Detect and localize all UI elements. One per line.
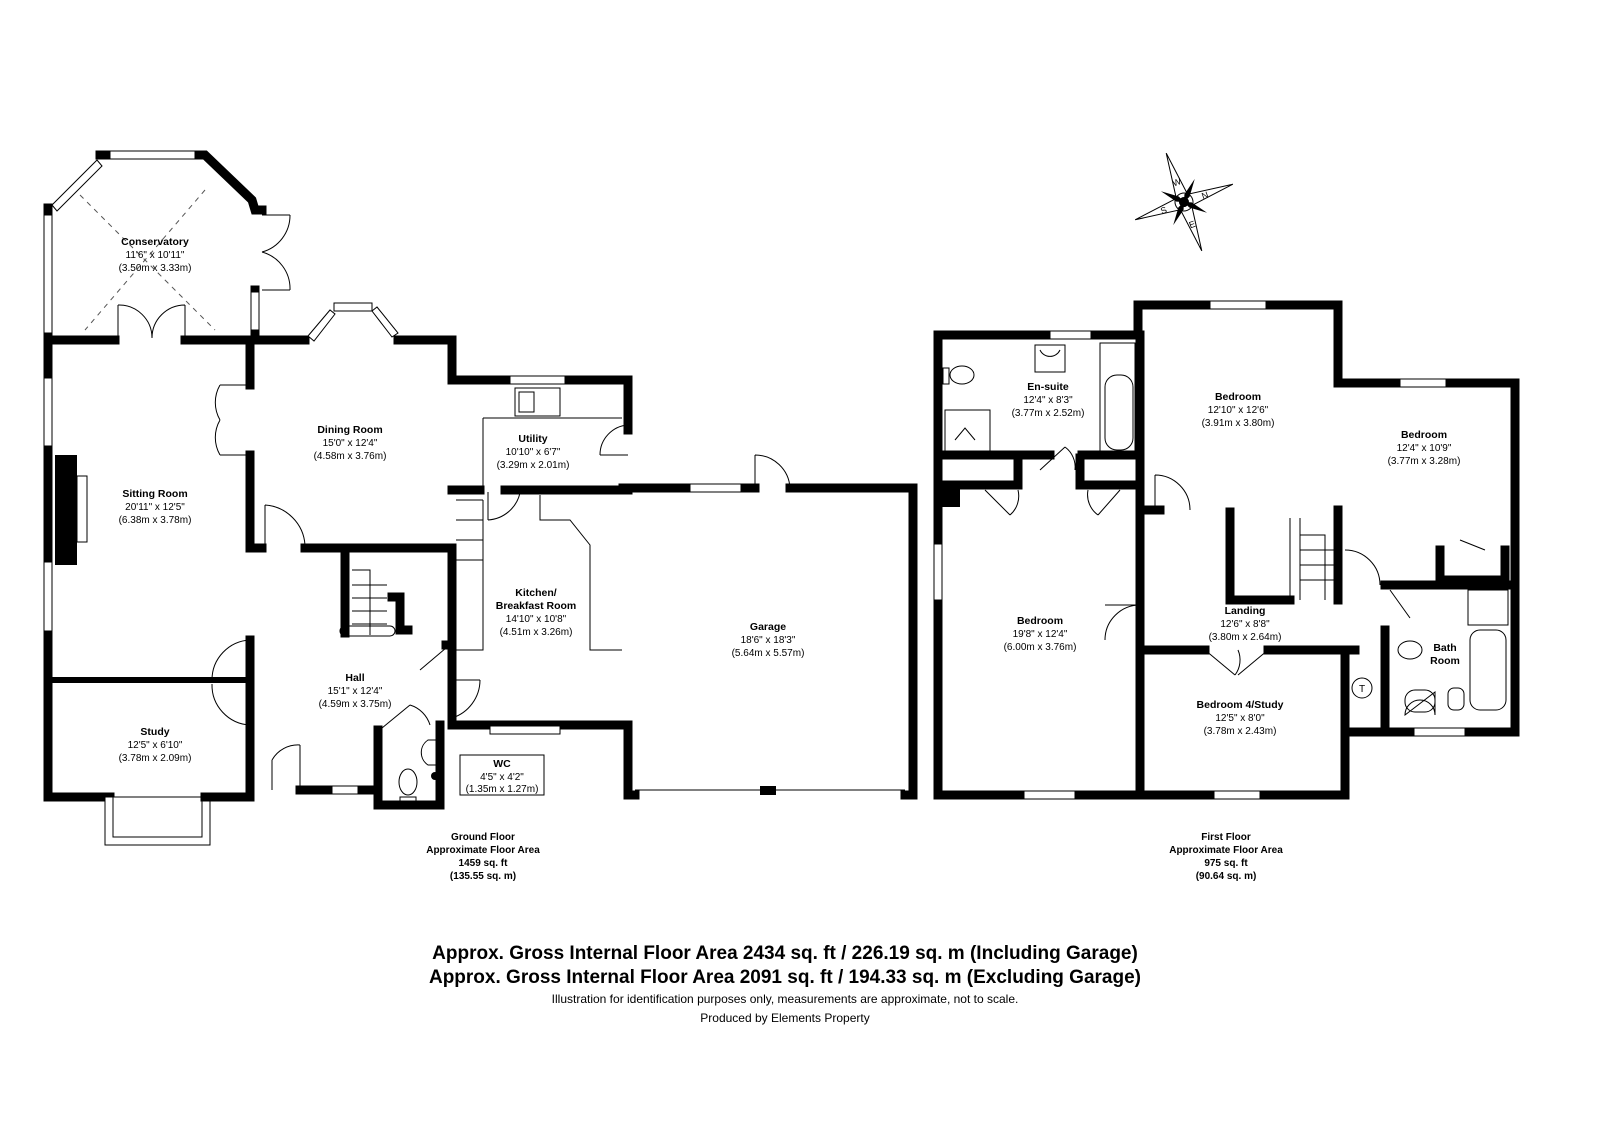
room-dimensions-imperial: 4'5" x 4'2": [480, 772, 524, 783]
room-name: Bedroom: [1215, 391, 1261, 403]
room-dimensions-metric: (1.35m x 1.27m): [466, 784, 539, 795]
room-dimensions-imperial: 12'6" x 8'8": [1220, 619, 1270, 630]
room-name: Sitting Room: [122, 488, 187, 500]
room-sitting-room: Sitting Room 20'11" x 12'5" (6.38m x 3.7…: [119, 488, 192, 526]
room-dimensions-metric: (6.00m x 3.76m): [1004, 642, 1077, 653]
room-dimensions-metric: (4.59m x 3.75m): [319, 699, 392, 710]
room-bath-room: Bath Room: [1430, 642, 1460, 667]
room-dimensions-metric: (3.78m x 2.09m): [119, 753, 192, 764]
tank-label: T: [1359, 684, 1365, 695]
compass-west: W: [1171, 176, 1183, 188]
producer-credit: Produced by Elements Property: [700, 1011, 870, 1025]
ground-floor-labels: Conservatory 11'6" x 10'11" (3.50m x 3.3…: [119, 236, 805, 882]
room-hall: Hall 15'1" x 12'4" (4.59m x 3.75m): [319, 672, 392, 710]
room-name: Bedroom: [1017, 615, 1063, 627]
room-dimensions-metric: (3.29m x 2.01m): [497, 460, 570, 471]
compass-south: S: [1159, 205, 1168, 216]
room-dimensions-imperial: 12'5" x 8'0": [1215, 713, 1265, 724]
ground-floor-area: Ground Floor Approximate Floor Area 1459…: [426, 832, 540, 882]
room-dimensions-metric: (5.64m x 5.57m): [732, 648, 805, 659]
room-dimensions-metric: (4.51m x 3.26m): [500, 627, 573, 638]
first-floor-labels: En-suite 12'4" x 8'3" (3.77m x 2.52m) Be…: [1004, 381, 1461, 882]
room-en-suite: En-suite 12'4" x 8'3" (3.77m x 2.52m): [1012, 381, 1085, 419]
room-dimensions-imperial: 11'6" x 10'11": [126, 250, 185, 261]
room-dimensions-imperial: 12'4" x 10'9": [1397, 443, 1452, 454]
room-dimensions-metric: (3.80m x 2.64m): [1209, 632, 1282, 643]
floor-title: Ground Floor: [451, 832, 515, 843]
room-dimensions-metric: (4.58m x 3.76m): [314, 451, 387, 462]
room-dimensions-imperial: 18'6" x 18'3": [741, 635, 796, 646]
disclaimer: Illustration for identification purposes…: [551, 992, 1019, 1006]
floor-title: First Floor: [1201, 832, 1251, 843]
room-name: En-suite: [1027, 381, 1069, 393]
ground-floor-walls: [43, 150, 918, 846]
gross-area-excluding-garage: Approx. Gross Internal Floor Area 2091 s…: [428, 967, 1141, 988]
floor-area-label: Approximate Floor Area: [426, 845, 540, 856]
room-dimensions-imperial: 12'4" x 8'3": [1023, 395, 1073, 406]
room-utility: Utility 10'10" x 6'7" (3.29m x 2.01m): [497, 433, 570, 471]
room-kitchen-breakfast: Kitchen/ Breakfast Room 14'10" x 10'8" (…: [496, 587, 577, 638]
gross-area-including-garage: Approx. Gross Internal Floor Area 2434 s…: [432, 943, 1138, 964]
first-floor-area: First Floor Approximate Floor Area 975 s…: [1169, 832, 1283, 882]
room-name: Bedroom 4/Study: [1197, 699, 1284, 711]
room-study: Study 12'5" x 6'10" (3.78m x 2.09m): [119, 726, 192, 764]
floor-area-sqft: 975 sq. ft: [1204, 858, 1248, 869]
room-dimensions-imperial: 15'0" x 12'4": [323, 438, 378, 449]
room-dimensions-metric: (3.78m x 2.43m): [1204, 726, 1277, 737]
room-dining-room: Dining Room 15'0" x 12'4" (4.58m x 3.76m…: [314, 424, 387, 462]
room-bedroom-4-study: Bedroom 4/Study 12'5" x 8'0" (3.78m x 2.…: [1197, 699, 1284, 737]
room-name: Kitchen/: [515, 587, 557, 599]
room-bedroom-front: Bedroom 12'10" x 12'6" (3.91m x 3.80m): [1202, 391, 1275, 429]
room-bedroom-right: Bedroom 12'4" x 10'9" (3.77m x 3.28m): [1388, 429, 1461, 467]
room-dimensions-metric: (3.77m x 2.52m): [1012, 408, 1085, 419]
room-name: WC: [493, 758, 511, 770]
room-dimensions-imperial: 15'1" x 12'4": [328, 686, 383, 697]
room-name: Garage: [750, 621, 786, 633]
room-dimensions-imperial: 12'5" x 6'10": [128, 740, 183, 751]
compass-east: E: [1188, 219, 1197, 230]
room-name: Study: [140, 726, 169, 738]
room-dimensions-imperial: 14'10" x 10'8": [506, 614, 567, 625]
room-dimensions-metric: (3.77m x 3.28m): [1388, 456, 1461, 467]
floor-area-sqm: (90.64 sq. m): [1196, 871, 1257, 882]
room-name: Dining Room: [317, 424, 382, 436]
floor-area-sqft: 1459 sq. ft: [459, 858, 509, 869]
room-landing: Landing 12'6" x 8'8" (3.80m x 2.64m): [1209, 605, 1282, 643]
room-garage: Garage 18'6" x 18'3" (5.64m x 5.57m): [732, 621, 805, 659]
room-name-line2: Breakfast Room: [496, 600, 577, 612]
floor-area-sqm: (135.55 sq. m): [450, 871, 516, 882]
room-name: Landing: [1225, 605, 1266, 617]
floor-area-label: Approximate Floor Area: [1169, 845, 1283, 856]
room-dimensions-metric: (3.91m x 3.80m): [1202, 418, 1275, 429]
room-name: Bedroom: [1401, 429, 1447, 441]
room-dimensions-imperial: 20'11" x 12'5": [125, 502, 185, 513]
room-name: Conservatory: [121, 236, 189, 248]
first-floor-walls: T: [933, 300, 1520, 800]
compass-north: N: [1200, 190, 1210, 202]
room-dimensions-metric: (6.38m x 3.78m): [119, 515, 192, 526]
room-name-line2: Room: [1430, 655, 1460, 667]
compass-rose-icon: W N E S: [1134, 152, 1234, 252]
room-dimensions-metric: (3.50m x 3.33m): [119, 263, 192, 274]
room-name: Utility: [518, 433, 547, 445]
room-name: Hall: [345, 672, 364, 684]
room-wc: WC 4'5" x 4'2" (1.35m x 1.27m): [466, 758, 539, 795]
room-bedroom-main: Bedroom 19'8" x 12'4" (6.00m x 3.76m): [1004, 615, 1077, 653]
room-conservatory: Conservatory 11'6" x 10'11" (3.50m x 3.3…: [119, 236, 192, 274]
room-dimensions-imperial: 10'10" x 6'7": [506, 447, 561, 458]
room-name: Bath: [1433, 642, 1456, 654]
room-dimensions-imperial: 12'10" x 12'6": [1208, 405, 1269, 416]
room-dimensions-imperial: 19'8" x 12'4": [1013, 629, 1068, 640]
